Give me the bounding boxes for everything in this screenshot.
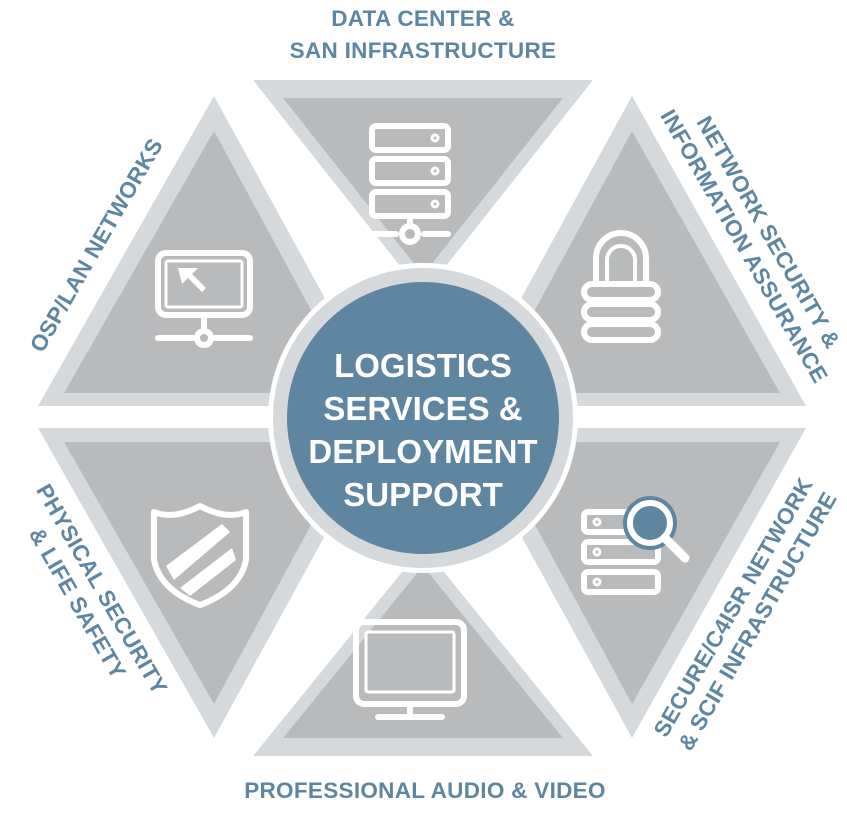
center-title-line-1: LOGISTICS — [334, 347, 512, 384]
segment-top — [253, 80, 593, 295]
label-bottom: PROFESSIONAL AUDIO & VIDEO — [244, 778, 606, 803]
padlock-icon — [581, 230, 661, 343]
label-top: DATA CENTER & SAN INFRASTRUCTURE — [290, 6, 557, 63]
label-top-line-1: DATA CENTER & — [331, 6, 514, 31]
shield-icon — [151, 503, 249, 608]
server-rack-icon — [369, 123, 451, 245]
label-top-line-2: SAN INFRASTRUCTURE — [290, 38, 557, 63]
label-bottom-line-1: PROFESSIONAL AUDIO & VIDEO — [244, 778, 606, 803]
server-search-icon — [581, 496, 690, 595]
center-title-line-3: DEPLOYMENT — [308, 433, 537, 470]
center-title-line-2: SERVICES & — [323, 390, 522, 427]
networked-computer-icon — [155, 250, 253, 348]
segment-bottom — [253, 546, 593, 756]
center-title-line-4: SUPPORT — [343, 476, 503, 513]
monitor-icon — [353, 619, 467, 720]
center-hub: LOGISTICS SERVICES & DEPLOYMENT SUPPORT — [268, 263, 578, 573]
